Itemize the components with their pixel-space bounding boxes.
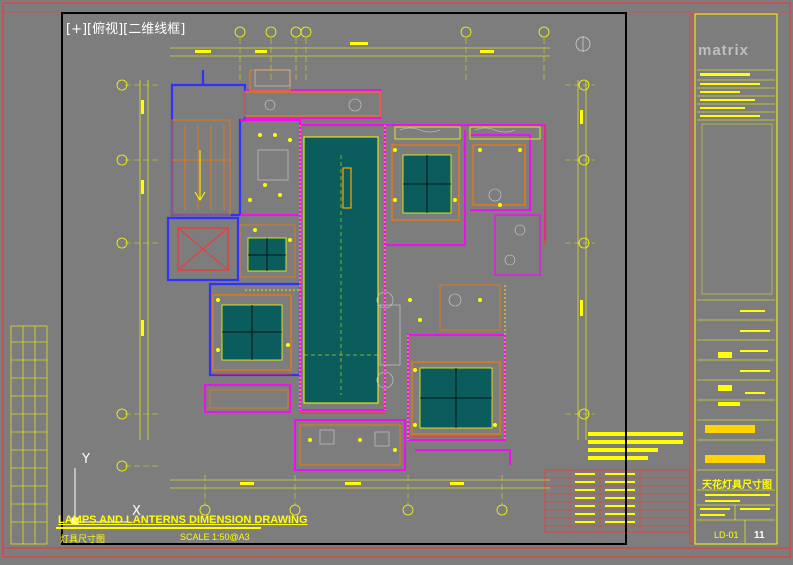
viewport-control-label[interactable]: [+][俯视][二维线框] (66, 22, 186, 37)
north-arrow (575, 36, 591, 52)
title-block-rows (697, 69, 775, 543)
title-block-logo: matrix (698, 42, 750, 59)
ucs-y-label: Y (82, 452, 90, 467)
viewport-frame[interactable] (61, 12, 627, 545)
elevator-shaft (177, 227, 229, 271)
revision-table (10, 325, 48, 545)
ucs-x-label: X (132, 504, 141, 519)
title-block-drawing-code: LD-01 (714, 530, 739, 540)
dimension-lines (139, 47, 587, 489)
floor-plan[interactable] (166, 69, 546, 471)
title-block-separator (689, 13, 694, 545)
ucs-icon (71, 468, 128, 525)
drawing-title: LAMPS AND LANTERNS DIMENSION DRAWING (58, 514, 308, 526)
title-block-logos (718, 352, 740, 406)
drawing-title-bar (56, 527, 261, 529)
drawing-title-cn: 灯具尺寸图 (60, 535, 106, 545)
grid-bubbles (116, 26, 590, 516)
title-block-sheet-number: 11 (754, 530, 765, 541)
title-block-frame (694, 13, 778, 545)
dimension-text (141, 42, 583, 485)
title-block-notes (700, 73, 773, 516)
stair-arrow (194, 150, 206, 201)
grid-axis-lines (125, 38, 595, 505)
legend-table (544, 432, 691, 533)
title-block-sheet-title: 天花灯具尺寸图 (702, 480, 772, 491)
sheet-border (2, 2, 791, 558)
drawing-scale: SCALE 1:50@A3 (180, 532, 250, 542)
